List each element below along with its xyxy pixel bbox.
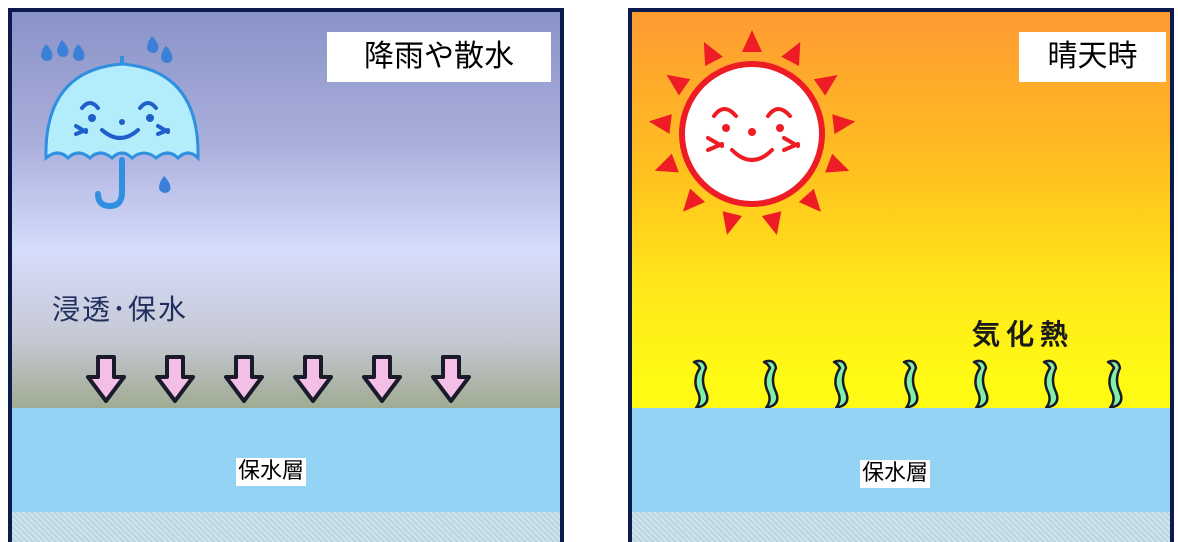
water-retention-layer-label: 保水層 — [236, 458, 307, 486]
rain-panel-title: 降雨や散水 — [327, 32, 551, 82]
down-arrow-icon — [86, 355, 471, 403]
sun-icon — [648, 30, 856, 235]
sun-panel-title: 晴天時 — [1019, 32, 1166, 82]
heat-of-vaporization-caption: 気化熱 — [972, 318, 1075, 351]
base-layer — [632, 512, 1170, 542]
base-layer — [12, 512, 560, 542]
vapor-icon — [692, 359, 1123, 410]
sun-panel: 晴天時 気 — [628, 8, 1174, 542]
umbrella-icon — [41, 36, 200, 210]
rain-panel: 降雨や散水 浸透･保水 — [8, 8, 564, 542]
infiltration-caption: 浸透･保水 — [52, 293, 189, 326]
water-retention-layer-label: 保水層 — [860, 460, 931, 488]
